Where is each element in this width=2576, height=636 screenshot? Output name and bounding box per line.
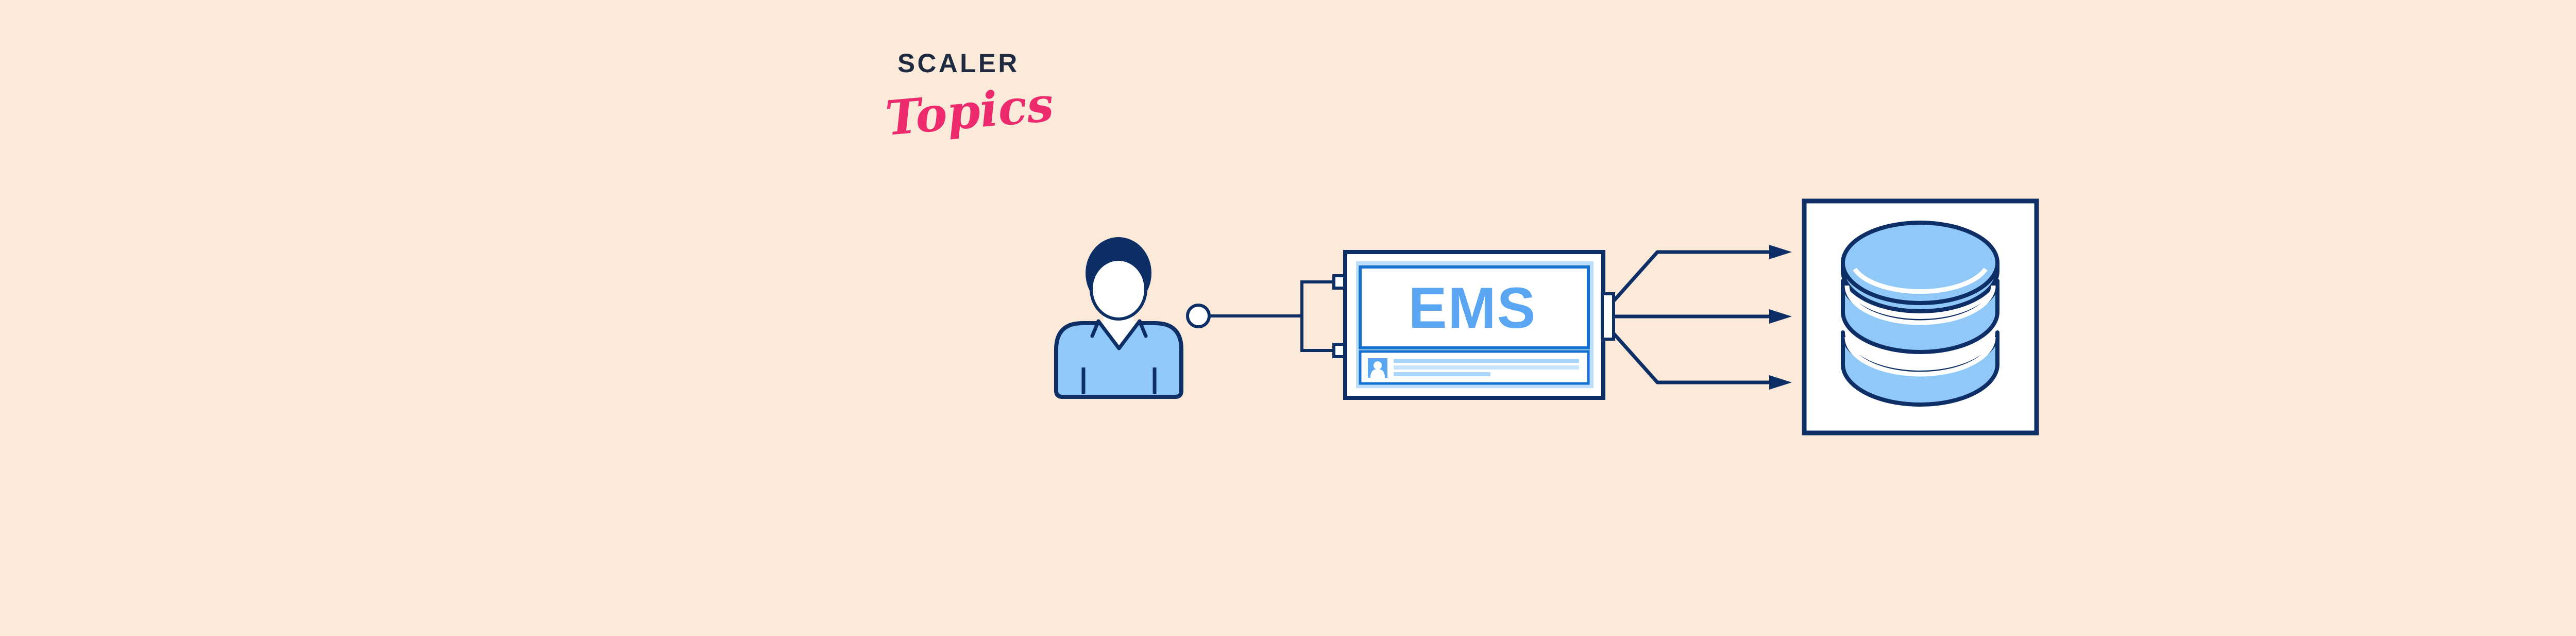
user-collar-flaps: [1090, 319, 1148, 338]
arrow-top-head: [1769, 245, 1792, 259]
user-body: [1054, 321, 1183, 399]
ems-record-avatar-icon: [1368, 358, 1387, 378]
database-icon: [1802, 198, 2039, 436]
connector-stubs: [1302, 280, 1334, 352]
db-disk-1-highlight: [1853, 267, 1988, 294]
ems-text-line: [1394, 359, 1579, 363]
db-disk-2-highlight: [1844, 285, 1996, 325]
arrow-middle-head: [1769, 309, 1792, 324]
arrow-bottom-head: [1769, 375, 1792, 390]
ems-to-database-arrows: [1612, 245, 1792, 390]
ems-screen-label: EMS: [1409, 276, 1537, 340]
user-icon: [1054, 237, 1183, 399]
ems-monitor-icon: EMS: [1343, 250, 1615, 400]
ems-screen: [1359, 265, 1590, 349]
ems-text-line: [1394, 372, 1490, 376]
connector-user-ems: [1186, 274, 1348, 358]
user-shirt-creases: [1081, 367, 1157, 394]
db-disk-1-top: [1841, 221, 1999, 305]
db-disk-3-highlight: [1844, 337, 1996, 377]
avatar-head: [1374, 361, 1382, 370]
user-face: [1090, 258, 1147, 321]
logo-brand-text: SCALER: [897, 48, 1020, 78]
connector-node-circle: [1186, 304, 1211, 328]
avatar-shoulders: [1370, 369, 1385, 378]
user-collar: [1096, 319, 1142, 350]
ems-text-line: [1394, 365, 1579, 370]
arrow-top-line: [1612, 250, 1769, 303]
arrow-bottom-line: [1612, 332, 1769, 384]
ems-output-port: [1601, 292, 1615, 341]
